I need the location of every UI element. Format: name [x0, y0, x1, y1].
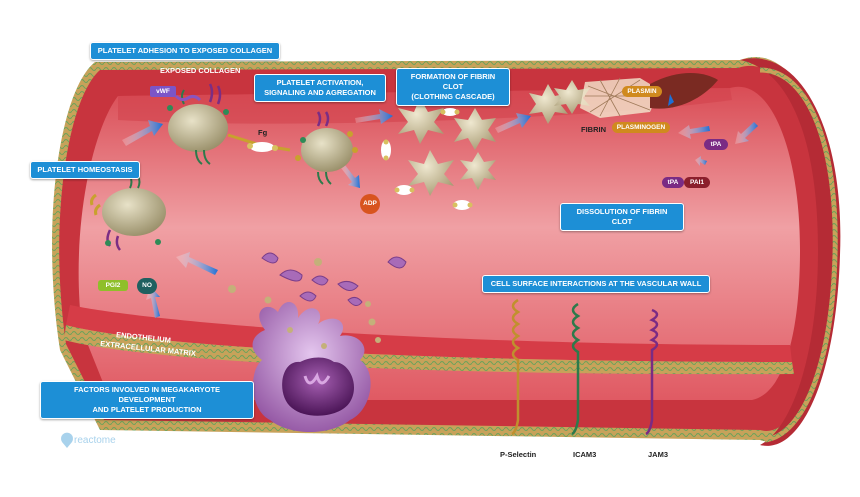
label-jam3: JAM3 — [648, 450, 669, 459]
flow-arrows — [122, 109, 758, 318]
platelet-homeostasis-cell — [90, 175, 166, 251]
adp-molecule — [360, 194, 380, 214]
label-tpa-complex: tPA — [662, 177, 684, 188]
reactome-logo-mark — [61, 432, 74, 448]
activated-platelet — [295, 111, 358, 185]
box-homeostasis: Platelet homeostasis — [30, 161, 140, 179]
label-vwf: vWF — [150, 86, 176, 97]
label-exposed-collagen: EXPOSED COLLAGEN — [160, 66, 241, 75]
label-plasmin: PLASMIN — [622, 86, 662, 97]
reactome-logo: reactome — [74, 435, 116, 446]
box-cell-surface: CELL SURFACE INTERACTIONS AT THE VASCULA… — [482, 275, 710, 293]
label-no: NO — [137, 278, 157, 294]
box-dissolution: DISSOLUTION OF FIBRIN CLOT — [560, 203, 684, 231]
adhering-platelet — [167, 83, 229, 165]
label-fibrin: FIBRIN — [581, 125, 606, 134]
label-adp: ADP — [363, 200, 377, 207]
box-fibrin-clot: FORMATION OF FIBRIN CLOT (CLOTHING CASCA… — [396, 68, 510, 106]
proplatelets — [261, 252, 407, 306]
megakaryocyte — [252, 301, 371, 432]
label-fg: Fg — [258, 128, 268, 137]
fibrinogen-bridge — [227, 133, 291, 152]
label-icam3: ICAM3 — [573, 450, 597, 459]
vessel-lumen — [78, 86, 800, 401]
box-megakaryocyte: FACTORS INVOLVED IN MEGAKARYOTE DEVELOPM… — [40, 381, 254, 419]
box-activation: PLATELET ACTIVATION, SIGNALING AND AGREG… — [254, 74, 386, 102]
label-tpa: tPA — [704, 139, 728, 150]
box-adhesion: PLATELET ADHESION TO EXPOSED COLLAGEN — [90, 42, 280, 60]
label-p-selectin: P-Selectin — [500, 450, 537, 459]
label-plasminogen: PLASMINOGEN — [612, 122, 670, 133]
label-pgi2: PGI2 — [98, 280, 128, 291]
fibrin-clot — [398, 98, 496, 196]
adhesion-molecules — [511, 298, 659, 436]
fibrin-links — [381, 108, 471, 210]
label-pai1: PAI1 — [684, 177, 710, 188]
